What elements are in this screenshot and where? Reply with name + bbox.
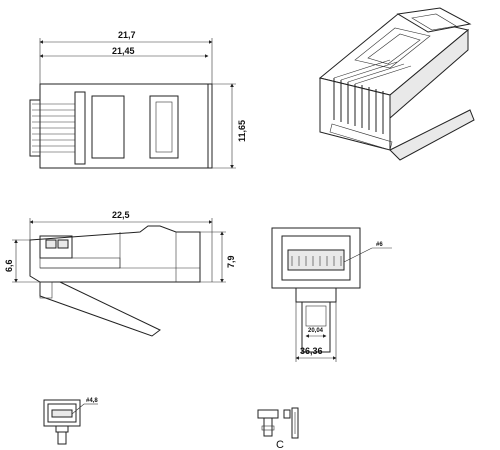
isometric-view bbox=[318, 7, 475, 161]
top-view-window-right bbox=[149, 95, 179, 159]
top-view-window-left bbox=[91, 95, 125, 159]
detail-label: C bbox=[276, 439, 284, 450]
front-pin-callout: #6 bbox=[376, 242, 383, 248]
side-view: 22,5 6,6 7,9 bbox=[4, 210, 236, 337]
top-view-contacts bbox=[32, 103, 75, 153]
front-view-pins bbox=[291, 256, 342, 266]
dim-side-height-right: 7,9 bbox=[226, 255, 236, 268]
dim-top-height: 11,65 bbox=[237, 120, 247, 142]
small-callout: #4,8 bbox=[86, 398, 98, 404]
top-view: 21,7 21,45 11,65 bbox=[29, 30, 247, 169]
small-front-view: #4,8 bbox=[43, 398, 98, 445]
dim-side-length: 22,5 bbox=[112, 210, 130, 220]
dim-top-width-inner: 21,45 bbox=[112, 46, 135, 56]
detail-c: C bbox=[257, 407, 299, 450]
dim-top-width-outer: 21,7 bbox=[118, 30, 136, 40]
dim-side-height-left: 6,6 bbox=[4, 259, 14, 272]
dim-front-inner-width: 20,04 bbox=[308, 328, 324, 334]
dim-front-outer-width: 36,36 bbox=[300, 346, 323, 356]
iso-contacts bbox=[333, 59, 412, 134]
front-view: #6 20,04 36,36 bbox=[271, 227, 392, 362]
